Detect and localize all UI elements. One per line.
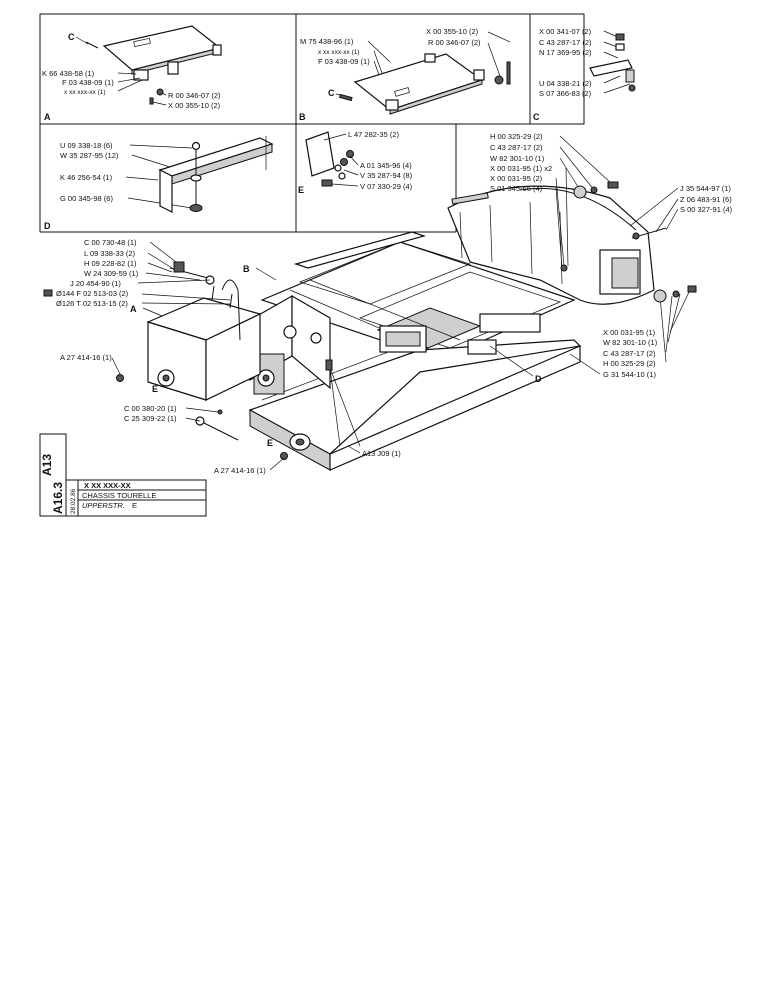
- panel-d-letter: D: [44, 221, 51, 231]
- title-de: UPPERSTR.: [82, 501, 125, 510]
- panel-b-callout-0: M 75 438-96 (1): [300, 37, 354, 46]
- panel-d-callout-0: U 09 338-18 (6): [60, 141, 113, 150]
- panel-b-callout-1: x xx xxx-xx (1): [318, 49, 360, 56]
- main-callout-a-bottom: A 27 414-16 (1): [214, 466, 266, 475]
- panel-e-callout-1: A 01 345-96 (4): [360, 161, 412, 170]
- main-callout-l-4: J 20 454-90 (1): [70, 279, 121, 288]
- main-callouts-far-right: J 35 544-97 (1) Z 06 483-91 (6) S 00 327…: [629, 184, 733, 240]
- main-letter-d: D: [535, 374, 542, 384]
- detail-panels-frame: [39, 13, 585, 233]
- main-callout-l-3: W 24 309-59 (1): [84, 269, 139, 278]
- main-callout-tr-2: W 82 301-10 (1): [490, 154, 545, 163]
- main-callout-l-5: Ø144 F 02 513-03 (2): [56, 289, 129, 298]
- main-callout-rl-3: H 00 325-29 (2): [603, 359, 656, 368]
- main-callout-tr-5: S 01 345-66 (4): [490, 184, 543, 193]
- panel-e-letter: E: [298, 185, 304, 195]
- panel-c-letter: C: [533, 112, 540, 122]
- panel-b-callout-4: R 00 346-07 (2): [428, 38, 481, 47]
- panel-a: A C K 66 438-58 (1) F 03 438-09 (1) x xx…: [42, 25, 222, 122]
- main-callout-rl-1: W 82 301-10 (1): [603, 338, 658, 347]
- panel-e-callout-3: V 07 330-29 (4): [360, 182, 413, 191]
- panel-a-callout-c: C: [68, 32, 75, 42]
- main-letter-b: B: [243, 264, 250, 274]
- panel-d-callout-1: W 35 287-95 (12): [60, 151, 119, 160]
- panel-b-callout-c: C: [328, 88, 335, 98]
- main-callout-l-6: Ø126 T 02 513-15 (2): [56, 299, 128, 308]
- panel-c-callout-3: U 04 338-21 (2): [539, 79, 592, 88]
- panel-a-callout-3: x xx xxx-xx (1): [64, 89, 106, 96]
- main-callout-ref: A13 J09 (1): [362, 449, 401, 458]
- panel-c-callout-1: C 43 287-17 (2): [539, 38, 592, 47]
- panel-b-letter: B: [299, 112, 306, 122]
- main-callouts-left: C 00 730-48 (1) L 09 338-33 (2) H 09 228…: [43, 238, 231, 308]
- panel-a-callout-2: F 03 438-09 (1): [62, 78, 114, 87]
- main-callout-fr-1: Z 06 483-91 (6): [680, 195, 732, 204]
- panel-e-callout-0: L 47 282-35 (2): [348, 130, 400, 139]
- panel-e: E L 47 282-35 (2) A 01 345-96 (4) V 35 2…: [298, 130, 413, 195]
- main-callout-fr-2: S 00 327-91 (4): [680, 205, 733, 214]
- main-callout-l-2: H 09 228-82 (1): [84, 259, 137, 268]
- panel-a-callout-5: X 00 355-10 (2): [168, 101, 221, 110]
- plate-e: [305, 131, 335, 177]
- main-callout-a-left: A 27 414-16 (1): [60, 353, 112, 362]
- title-code-line2: A16.3: [51, 482, 65, 514]
- main-callout-tr-0: H 00 325-29 (2): [490, 132, 543, 141]
- main-callout-l-0: C 00 730-48 (1): [84, 238, 137, 247]
- title-date: 28.02.86: [70, 488, 77, 514]
- main-callouts-top-right: H 00 325-29 (2) C 43 287-17 (2) W 82 301…: [490, 132, 619, 272]
- title-block: A13 A16.3 28.02.86 X XX XXX-XX CHASSIS T…: [39, 433, 207, 517]
- panel-c-callout-0: X 00 341-07 (2): [539, 27, 592, 36]
- main-callouts-misc: A 27 414-16 (1) C 00 380-20 (1) C 25 309…: [60, 353, 401, 475]
- main-letter-e1: E: [152, 384, 158, 394]
- main-assembly: B A E E D: [116, 185, 655, 471]
- main-callout-rl-2: C 43 287-17 (2): [603, 349, 656, 358]
- panel-b-callout-2: F 03 438-09 (1): [318, 57, 370, 66]
- title-part-code: X XX XXX-XX: [84, 481, 131, 490]
- main-letter-a: A: [130, 304, 137, 314]
- panel-e-callout-2: V 35 287-94 (8): [360, 171, 413, 180]
- main-callout-rl-4: G 31 544-10 (1): [603, 370, 656, 379]
- main-callout-rl-0: X 00 031-95 (1): [603, 328, 656, 337]
- main-callout-tr-1: C 43 287-17 (2): [490, 143, 543, 152]
- panel-b-callout-3: X 00 355-10 (2): [426, 27, 479, 36]
- main-callouts-right-lower: X 00 031-95 (1) W 82 301-10 (1) C 43 287…: [569, 285, 697, 379]
- panel-c-callout-4: S 07 366-83 (2): [539, 89, 592, 98]
- main-letter-e2: E: [267, 438, 273, 448]
- panel-c: C X 00 341-07 (2) C 43 287-17 (2) N 17 3…: [533, 27, 636, 122]
- title-code-line1: A13: [40, 454, 54, 476]
- main-callout-tr-4: X 00 031-95 (2): [490, 174, 543, 183]
- main-callout-l-1: L 09 338-33 (2): [84, 249, 136, 258]
- panel-c-callout-2: N 17 369-95 (2): [539, 48, 592, 57]
- bolt-c: [589, 59, 633, 77]
- panel-a-callout-1: K 66 438-58 (1): [42, 69, 95, 78]
- panel-d-callout-3: G 00 345-98 (6): [60, 194, 113, 203]
- main-callout-pin-0: C 00 380-20 (1): [124, 404, 177, 413]
- panel-d-callout-2: K 46 256-54 (1): [60, 173, 113, 182]
- panel-b: B M 75 438-96 (1) x xx xxx-xx (1) F 03 4…: [299, 27, 511, 122]
- panel-a-callout-4: R 00 346-07 (2): [168, 91, 221, 100]
- panel-d: D U 09 338-18 (6) W 35 287-95 (12) K 46 …: [44, 136, 274, 231]
- main-callout-pin-1: C 25 309-22 (1): [124, 414, 177, 423]
- main-callout-tr-3: X 00 031-95 (1) x2: [490, 164, 552, 173]
- title-suffix: E: [132, 501, 137, 510]
- title-fr: CHASSIS TOURELLE: [82, 491, 156, 500]
- main-callout-fr-0: J 35 544-97 (1): [680, 184, 731, 193]
- panel-a-letter: A: [44, 112, 51, 122]
